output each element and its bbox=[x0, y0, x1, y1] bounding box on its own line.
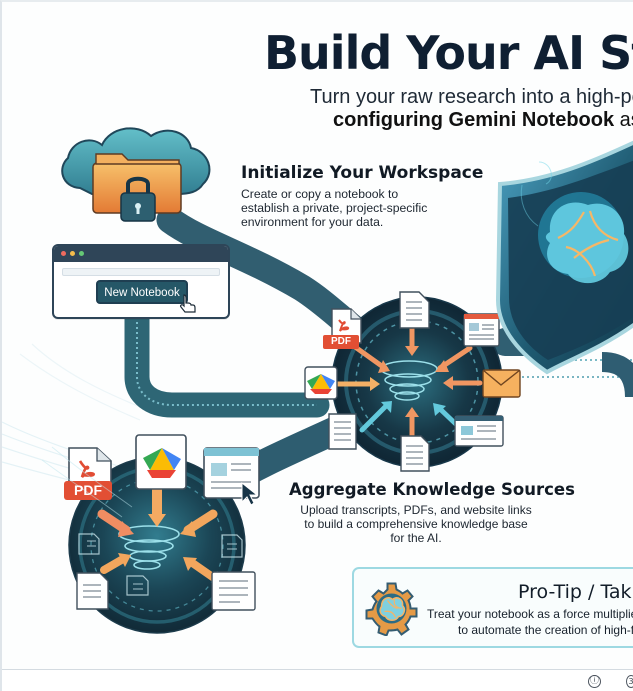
hand-pointer-icon bbox=[180, 294, 196, 313]
browser-maximize-dot bbox=[79, 251, 84, 256]
knowledge-description-line-one: Upload transcripts, PDFs, and website li… bbox=[300, 503, 532, 517]
subtitle-line-one: Turn your raw research into a high-per bbox=[310, 86, 633, 108]
text-document-icon bbox=[400, 435, 430, 472]
cloud-folder-lock-icon bbox=[61, 127, 211, 222]
pro-tip-text: Treat your notebook as a force multiplie… bbox=[427, 606, 633, 638]
pdf-document-icon bbox=[323, 308, 362, 349]
browser-close-dot bbox=[61, 251, 66, 256]
teal-glow-lines bbox=[41, 446, 133, 518]
info-icon[interactable]: ⓘ bbox=[588, 675, 601, 688]
google-drive-icon bbox=[304, 366, 338, 400]
workspace-description-line-one: Create or copy a notebook to bbox=[241, 187, 399, 201]
knowledge-heading: Aggregate Knowledge Sources bbox=[289, 480, 575, 499]
knowledge-description: Upload transcripts, PDFs, and website li… bbox=[291, 503, 541, 545]
mail-icon bbox=[482, 369, 521, 398]
pdf-label-large: PDF bbox=[74, 482, 102, 498]
browser-window: New Notebook bbox=[52, 244, 230, 319]
shield-brain-icon bbox=[495, 140, 633, 375]
web-window-icon bbox=[454, 415, 504, 447]
pro-tip-line-one: Treat your notebook as a force multiplie bbox=[427, 607, 633, 621]
workspace-description: Create or copy a notebook to establish a… bbox=[241, 187, 431, 229]
workspace-description-line-three: environment for your data. bbox=[241, 215, 384, 229]
browser-title-bar bbox=[54, 246, 228, 262]
large-pdf-icon bbox=[64, 447, 112, 500]
knowledge-description-line-two: to build a comprehensive knowledge base bbox=[304, 517, 528, 531]
address-bar bbox=[62, 268, 220, 276]
pro-tip-card: Pro-Tip / Tak Treat your notebook as a f… bbox=[352, 567, 633, 648]
settings-icon[interactable]: 3 bbox=[626, 675, 633, 688]
large-web-window-icon bbox=[203, 447, 260, 506]
browser-minimize-dot bbox=[70, 251, 75, 256]
left-docs-icon bbox=[76, 572, 109, 610]
workspace-heading: Initialize Your Workspace bbox=[241, 163, 484, 183]
transcript-icon bbox=[328, 413, 357, 450]
lower-source-icons bbox=[64, 434, 260, 611]
subtitle-tail: as yo bbox=[619, 109, 633, 131]
viewer-bottom-bar: ⓘ 3 bbox=[2, 669, 633, 691]
page-title: Build Your AI Stra bbox=[264, 26, 633, 80]
right-list-icon bbox=[211, 571, 256, 611]
website-card-icon bbox=[463, 313, 500, 347]
pdf-label-small: PDF bbox=[331, 336, 351, 347]
subtitle-line-two: configuring Gemini Notebook as yo bbox=[333, 108, 633, 132]
pro-tip-title: Pro-Tip / Tak bbox=[518, 581, 632, 603]
gear-brain-icon bbox=[365, 582, 418, 636]
lower-vortex bbox=[68, 456, 246, 634]
knowledge-description-line-three: for the AI. bbox=[390, 531, 442, 545]
hub-source-icons bbox=[304, 291, 521, 472]
large-google-drive-icon bbox=[135, 434, 187, 490]
pro-tip-line-two: to automate the creation of high-f bbox=[458, 623, 633, 637]
inner-docs-icon bbox=[78, 533, 243, 596]
new-notebook-button[interactable]: New Notebook bbox=[96, 280, 188, 304]
workspace-description-line-two: establish a private, project-specific bbox=[241, 201, 428, 215]
subtitle-bold-text: configuring Gemini Notebook bbox=[333, 109, 615, 131]
document-icon bbox=[399, 291, 430, 329]
